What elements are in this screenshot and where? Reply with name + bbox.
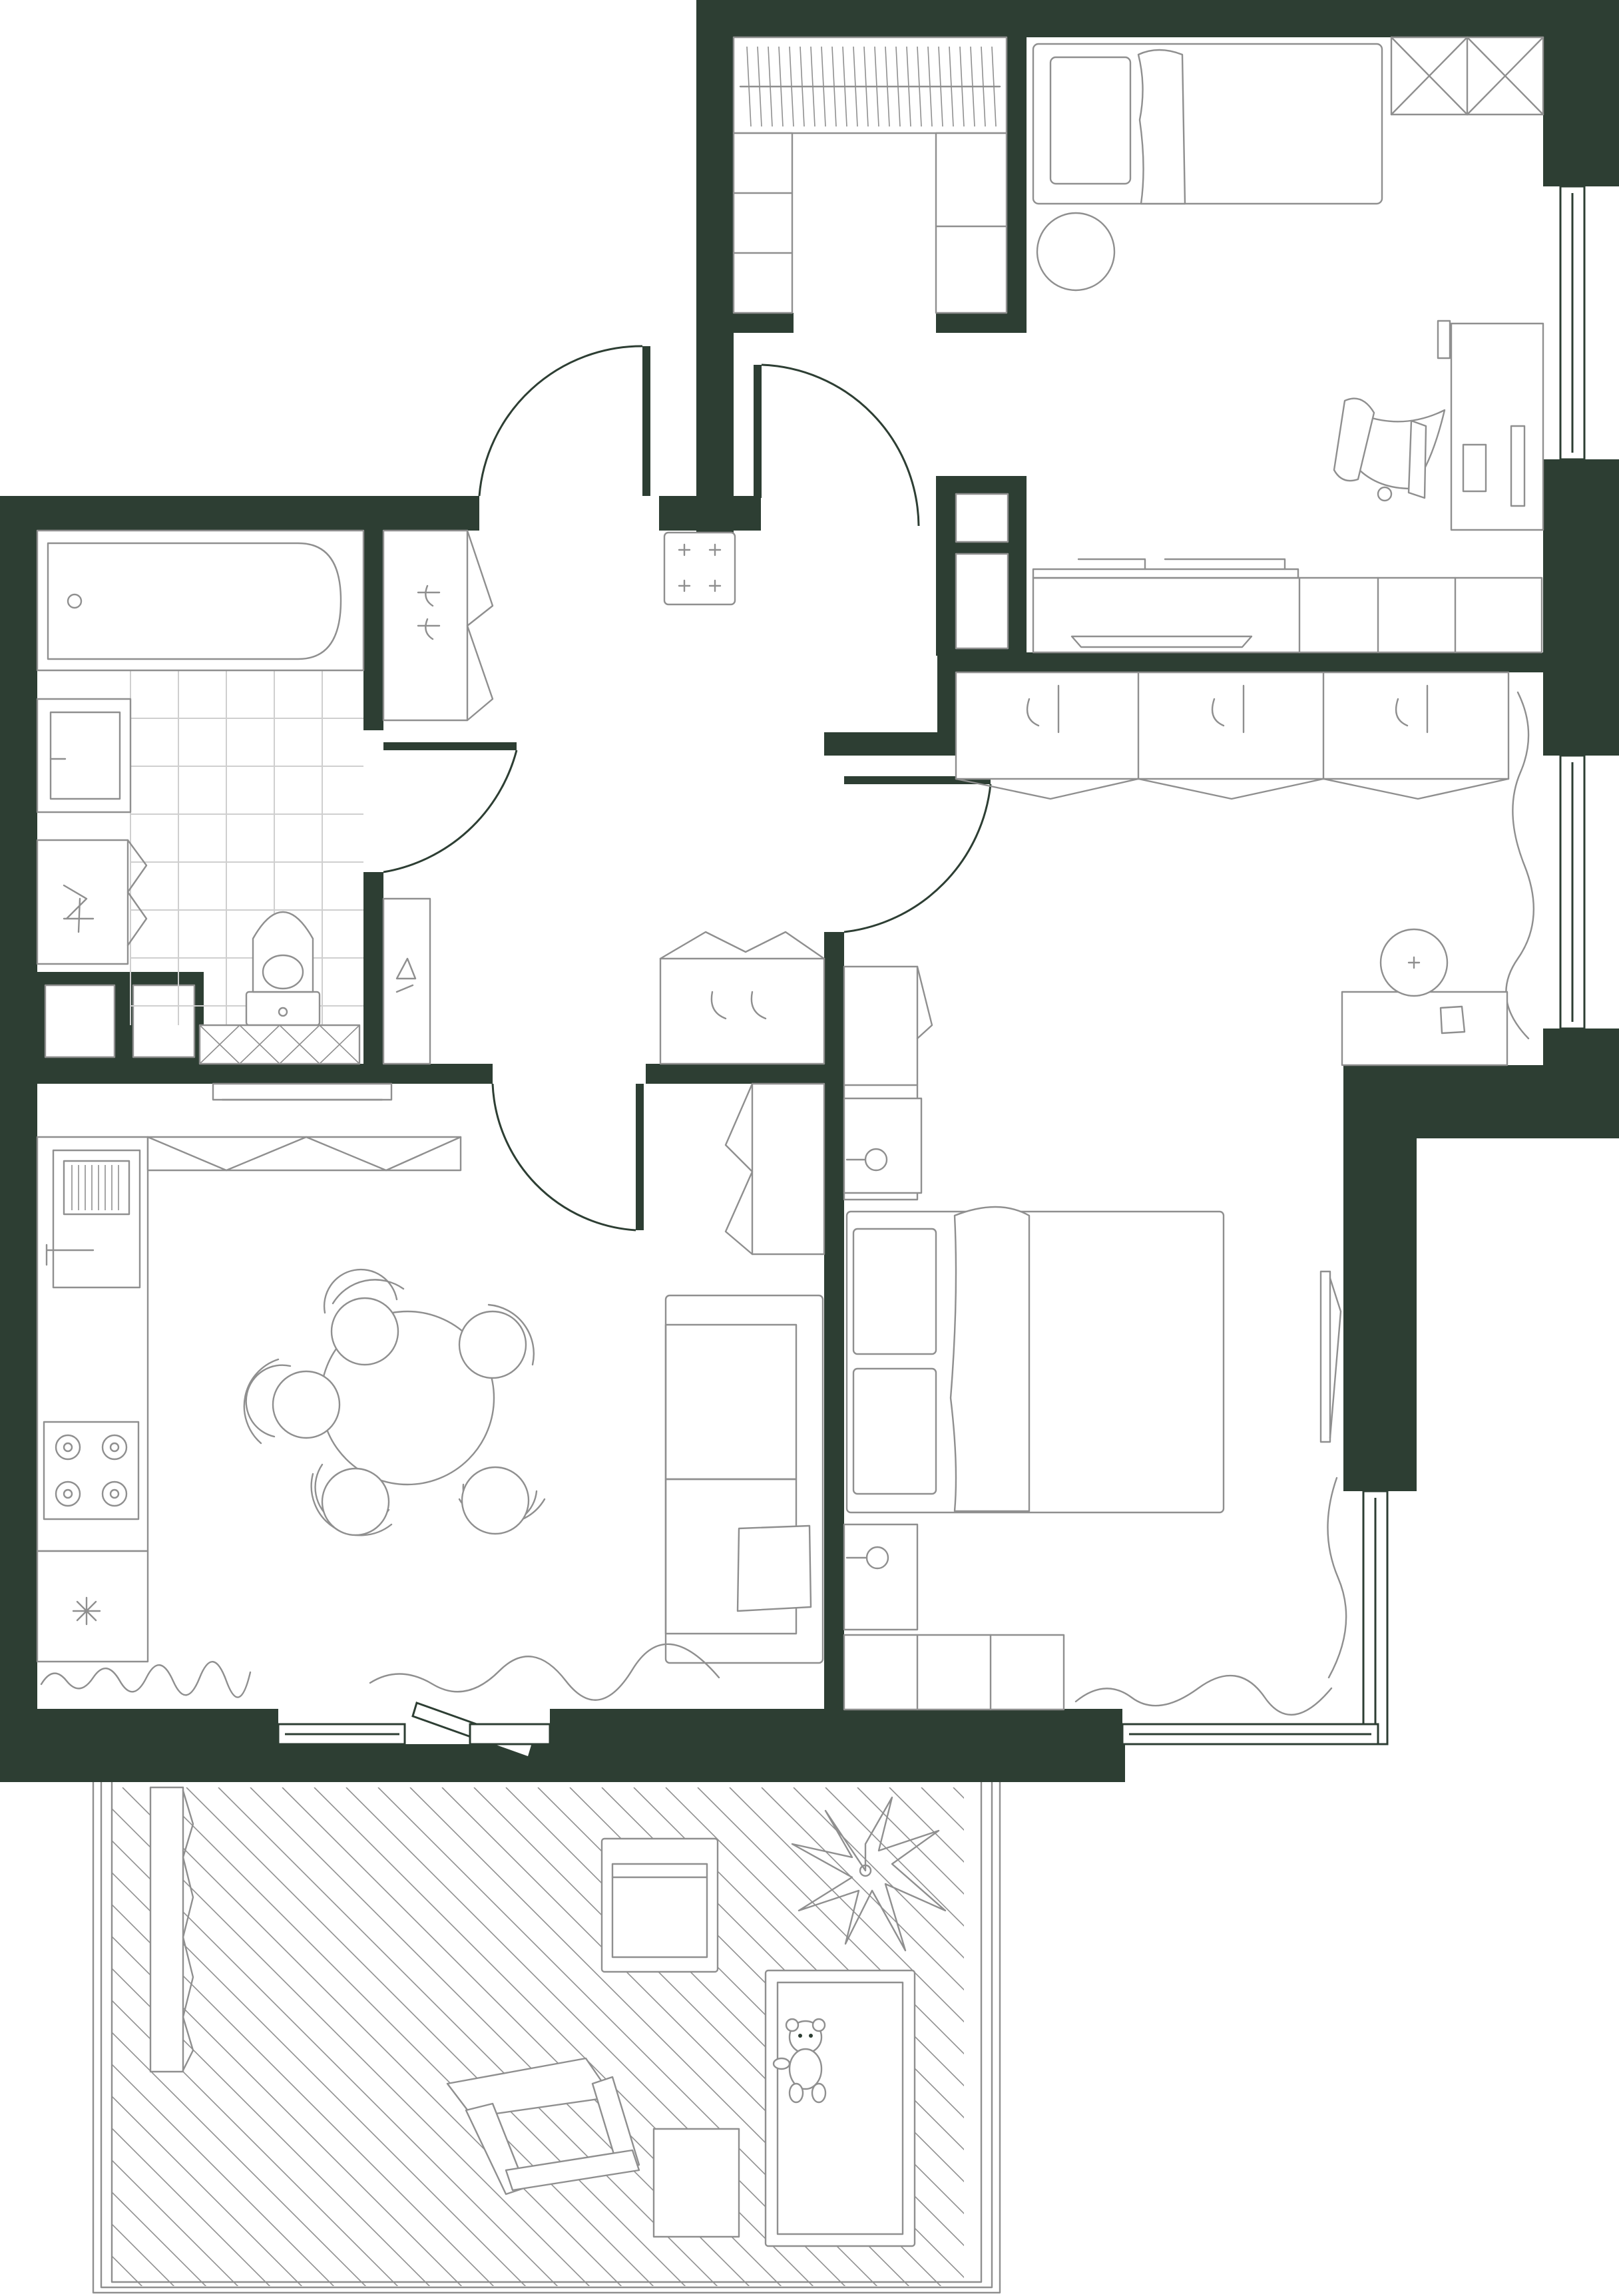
toilet-icon [245,911,321,1027]
hatch-line [761,1787,964,1991]
sink-icon [36,698,132,813]
hatch-line [154,1787,654,2286]
hatch-line [505,1787,964,2247]
walls [0,0,1619,1782]
bench [764,1969,916,2247]
hatch-line [112,1871,527,2286]
curtain-right [1074,691,1534,1716]
single-bed-icon [1032,43,1383,205]
hatch-line [112,2191,207,2286]
hall-wardrobe-bottom [659,931,825,1065]
hatch-line [889,1787,964,1863]
electrical-panel [663,531,736,606]
hatch-line [1049,1787,1555,2293]
plant-icon [791,1796,947,1952]
living-wardrobe [724,1082,825,1256]
hatch-line [1017,1787,1523,2293]
hatch-line [122,1787,622,2286]
hatch-line [0,1787,117,2293]
washing-machine-icon [36,839,148,965]
toy-box [1390,36,1544,116]
desk-chair-icon [1333,397,1446,502]
hatch-line [793,1787,964,1959]
hatch-line [112,2095,303,2286]
cooktop-icon [43,1421,140,1520]
bathroom [36,529,365,1065]
balcony [0,1779,1587,2294]
hatch-line [697,1787,964,2055]
tv-panel [1319,1270,1342,1443]
hatch-line [186,1787,686,2286]
hatch-line [985,1787,1491,2293]
sofa-icon [664,1294,824,1664]
hatch-line [112,2127,271,2286]
hatch-line [112,1967,431,2286]
hallway [382,496,825,1065]
teddy-bear-icon [772,2018,827,2104]
hatch-line [112,2031,367,2286]
hatch-line [314,1787,814,2286]
windows [277,185,1586,1759]
kitchen-living-room [36,1082,825,1701]
hatch-line [112,1839,559,2286]
shoe-cabinet [382,897,431,1065]
armchair-icon [600,1837,719,1973]
wardrobe-icon [732,36,1008,314]
balcony-storage-cabinet [149,1786,184,2073]
hatch-line [1081,1787,1587,2293]
nightstands [843,1097,1065,1711]
hatch-line [112,2159,239,2286]
bedroom [843,671,1534,1716]
hatch-line [112,2063,335,2286]
hatch-line [112,1903,495,2286]
double-bed-icon [845,1206,1225,1514]
hatch-line [112,2255,143,2286]
desk [1437,320,1544,531]
side-table [652,2128,740,2238]
shelf-unit [1032,558,1543,654]
kids-room [732,36,1544,654]
hatch-line [953,1787,964,1799]
hatch-line [729,1787,964,2023]
hall-wardrobe [382,529,494,722]
doors [383,345,992,1232]
hatch-line [825,1787,964,1927]
bedroom-wardrobe [955,671,1510,800]
fridge [36,1550,149,1663]
pouf [1036,212,1116,292]
hatch-line [857,1787,964,1895]
shower-drain [198,1024,361,1065]
hatch-line [921,1787,964,1831]
kitchen-sink-icon [45,1149,141,1289]
dining-table-icon [243,1268,546,1536]
lounge-chair [446,2057,640,2195]
curtains-kitchen [40,1643,720,1701]
hatch-line [665,1787,964,2087]
dresser [1341,928,1508,1066]
bathtub-icon [36,529,365,672]
hatch-line [218,1787,718,2286]
hatch-line [112,1935,463,2286]
hatch-line [0,1787,85,2293]
